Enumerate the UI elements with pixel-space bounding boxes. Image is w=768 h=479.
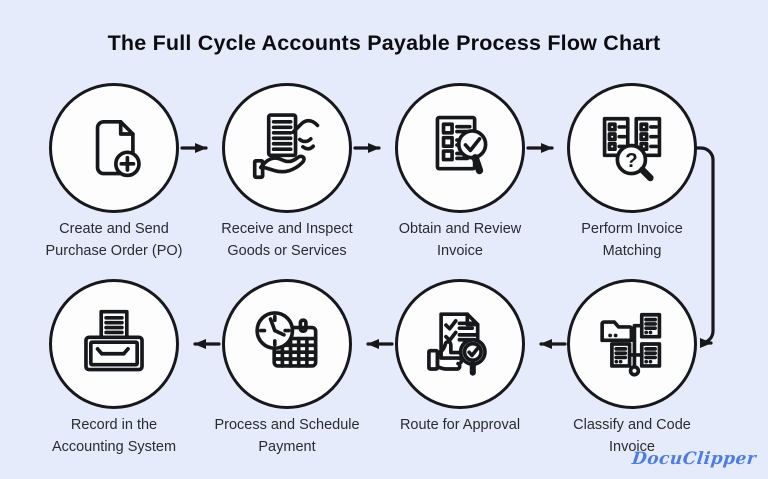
step-review-invoice (395, 83, 525, 213)
review-invoice-icon (435, 115, 488, 175)
document-add-icon (95, 119, 141, 178)
docuclipper-logo: DocuClipper (630, 449, 758, 469)
step-create-po (49, 83, 179, 213)
label-line: Purchase Order (PO) (45, 242, 183, 259)
step-label-schedule-payment: Process and Schedule Payment (192, 415, 382, 458)
step-record-system (49, 279, 179, 409)
label-line: Route for Approval (399, 417, 521, 433)
label-line: Invoice (437, 242, 483, 259)
step-schedule-payment (222, 279, 352, 409)
step-classify-code (567, 279, 697, 409)
step-label-invoice-matching: Perform Invoice Matching (537, 219, 727, 262)
label-line: Matching (602, 242, 662, 259)
label-line: Create and Send (59, 221, 169, 237)
label-line: Goods or Services (227, 242, 347, 259)
label-line: Payment (258, 438, 316, 455)
step-route-approval (395, 279, 525, 409)
invoice-matching-icon: ? (602, 116, 662, 182)
label-line: Process and Schedule (214, 417, 360, 433)
label-line: Classify and Code (573, 417, 691, 433)
label-line: Invoice (609, 438, 655, 455)
receive-goods-icon (252, 113, 320, 180)
step-label-route-approval: Route for Approval (365, 415, 555, 437)
route-approval-icon (427, 312, 487, 376)
label-line: Record in the (70, 417, 158, 433)
label-line: Receive and Inspect (221, 221, 353, 237)
svg-text:?: ? (625, 149, 638, 172)
step-receive-goods (222, 83, 352, 213)
label-line: Perform Invoice (581, 221, 683, 237)
record-accounting-icon (84, 309, 144, 372)
schedule-payment-icon (255, 311, 318, 368)
page-title: The Full Cycle Accounts Payable Process … (107, 31, 661, 55)
classify-code-icon (600, 312, 662, 377)
step-label-classify-code: Classify and Code Invoice (537, 415, 727, 458)
step-label-review-invoice: Obtain and Review Invoice (365, 219, 555, 262)
step-invoice-matching: ? (567, 83, 697, 213)
step-label-receive-goods: Receive and Inspect Goods or Services (192, 219, 382, 262)
label-line: Accounting System (51, 438, 177, 455)
step-label-create-po: Create and Send Purchase Order (PO) (19, 219, 209, 262)
step-label-record-system: Record in the Accounting System (19, 415, 209, 458)
label-line: Obtain and Review (398, 221, 522, 237)
